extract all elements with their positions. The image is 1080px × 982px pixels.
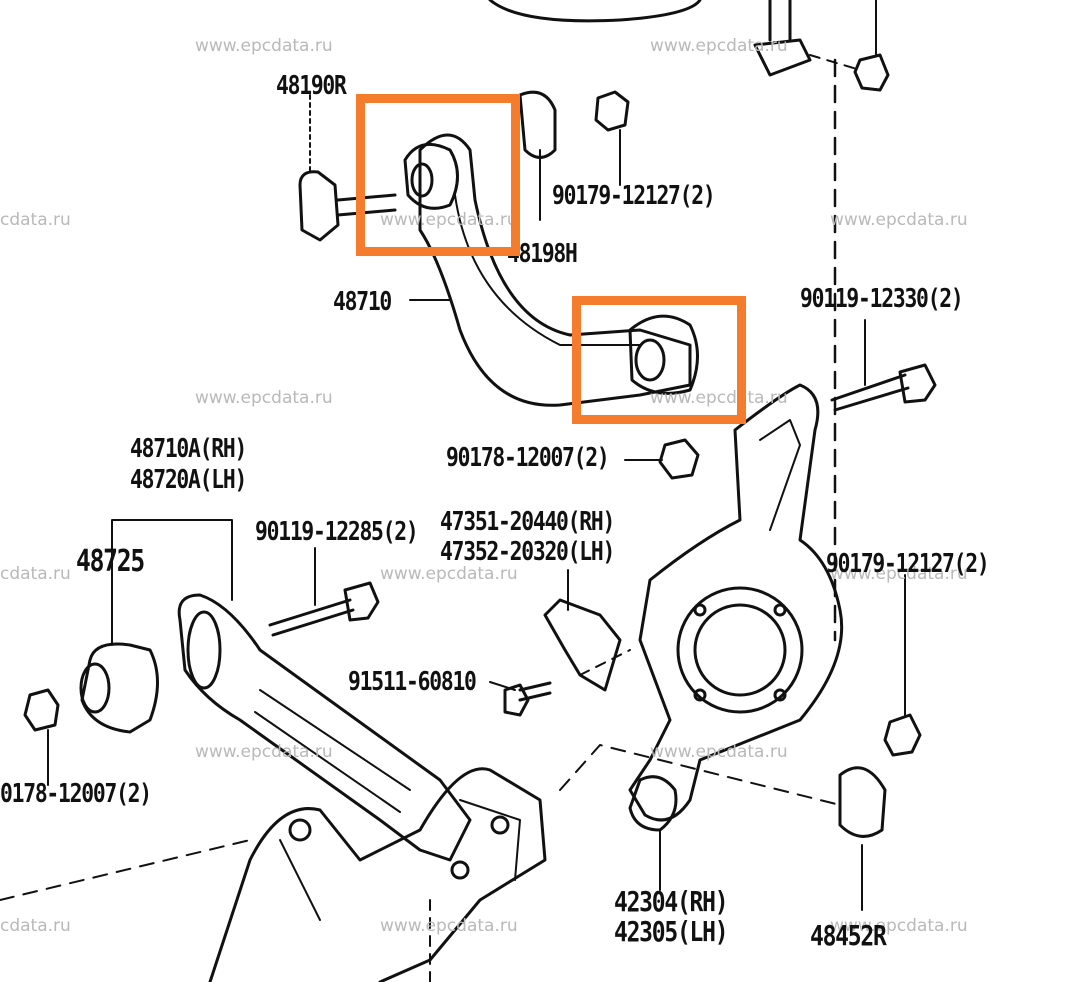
watermark: cdata.ru xyxy=(0,564,71,584)
label-42305-lh: 42305(LH) xyxy=(614,915,729,948)
knuckle-arm xyxy=(759,419,801,531)
upper-bushing-right-hole xyxy=(634,338,666,382)
dash-line-mid xyxy=(579,649,631,676)
knuckle-lower-boss xyxy=(628,775,678,832)
upper-arm-48710 xyxy=(418,133,692,407)
watermark: www.epcdata.ru xyxy=(830,916,968,936)
hub-opening-outer xyxy=(676,586,804,714)
upper-arm-inner xyxy=(454,194,641,346)
watermark: www.epcdata.ru xyxy=(650,388,788,408)
nut-90179-top xyxy=(594,90,630,132)
watermark: cdata.ru xyxy=(0,916,71,936)
knuckle-42304 xyxy=(628,383,844,822)
stabilizer-link xyxy=(768,0,792,42)
bolt-head-12285 xyxy=(343,581,380,622)
subframe xyxy=(208,767,547,982)
watermark: www.epcdata.ru xyxy=(830,210,968,230)
label-48710: 48710 xyxy=(333,287,392,317)
watermark: www.epcdata.ru xyxy=(650,742,788,762)
link-bushing xyxy=(753,38,812,77)
nut-90178-left xyxy=(23,688,60,732)
bolt-90119-12330 xyxy=(830,373,910,412)
top-right-nut xyxy=(853,53,890,92)
label-90179-12127-right: 90179-12127(2) xyxy=(826,549,990,579)
highlight-box-upper-right-bushing xyxy=(572,296,746,424)
label-48190r: 48190R xyxy=(276,71,347,101)
label-90178-12007-left: 0178-12007(2) xyxy=(0,779,152,809)
label-47352-lh: 47352-20320(LH) xyxy=(440,537,615,567)
label-47351-rh: 47351-20440(RH) xyxy=(440,507,615,537)
upper-bushing-left xyxy=(403,142,459,210)
watermark: www.epcdata.ru xyxy=(195,36,333,56)
leader-91511 xyxy=(489,681,516,691)
label-90178-12007-mid: 90178-12007(2) xyxy=(446,443,610,473)
nut-90178-mid xyxy=(658,438,700,480)
bolt-91511 xyxy=(518,681,552,702)
watermark: cdata.ru xyxy=(0,210,71,230)
bolt-head-12330 xyxy=(898,363,937,404)
watermark: www.epcdata.ru xyxy=(195,742,333,762)
upper-bushing-right xyxy=(628,314,699,395)
watermark: www.epcdata.ru xyxy=(830,564,968,584)
dash-line-lower-1 xyxy=(559,744,841,806)
lower-arm-48710a xyxy=(177,593,472,862)
upper-bushing-left-hole xyxy=(410,162,434,198)
watermark: www.epcdata.ru xyxy=(380,210,518,230)
cap-48452r xyxy=(838,766,887,838)
lower-arm-eye xyxy=(186,610,222,690)
dash-line-top xyxy=(809,54,861,71)
bolt-head-91511 xyxy=(503,683,530,717)
hub-opening-inner xyxy=(693,603,787,697)
watermark: www.epcdata.ru xyxy=(380,916,518,936)
dash-line-lower-2 xyxy=(0,839,251,901)
highlight-box-upper-left-bushing xyxy=(356,94,520,256)
lower-arm-rib xyxy=(254,689,411,813)
label-48720a-lh: 48720A(LH) xyxy=(130,465,247,495)
label-90179-12127-top: 90179-12127(2) xyxy=(552,181,716,211)
bushing-48725-hole xyxy=(79,662,111,714)
bracket-47351 xyxy=(543,598,622,692)
label-42304-rh: 42304(RH) xyxy=(614,885,729,918)
label-48725: 48725 xyxy=(76,544,145,579)
watermark: www.epcdata.ru xyxy=(650,36,788,56)
watermark: www.epcdata.ru xyxy=(195,388,333,408)
bolt-90119-12285 xyxy=(268,598,355,637)
label-91511-60810: 91511-60810 xyxy=(348,667,477,697)
label-48710a-rh: 48710A(RH) xyxy=(130,434,247,464)
body-outline xyxy=(488,0,702,23)
washer-48198h xyxy=(518,90,557,159)
watermark: www.epcdata.ru xyxy=(380,564,518,584)
cam-bolt-48190r xyxy=(298,170,340,242)
bushing-48725 xyxy=(80,642,159,734)
label-90119-12285: 90119-12285(2) xyxy=(255,517,419,547)
cam-bolt-shaft xyxy=(336,193,397,217)
label-48452r: 48452R xyxy=(810,919,887,952)
nut-90179-right xyxy=(883,713,922,757)
subframe-detail xyxy=(279,799,521,921)
label-90119-12330: 90119-12330(2) xyxy=(800,284,964,314)
